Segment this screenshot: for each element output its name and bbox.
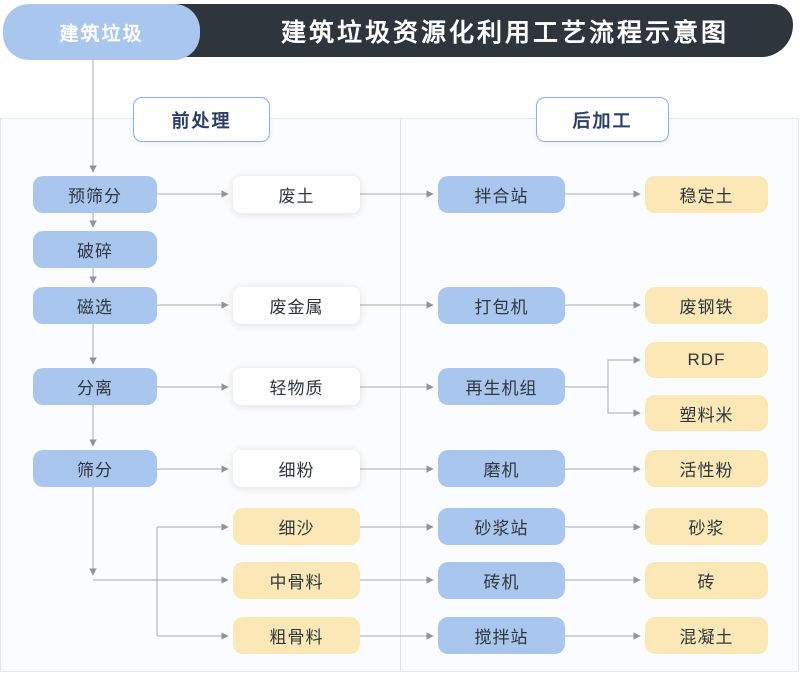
node-coarse-aggregate: 粗骨料 [233, 617, 360, 654]
node-scrap-steel: 废钢铁 [645, 287, 768, 324]
node-crushing: 破碎 [33, 231, 157, 268]
node-separation: 分离 [33, 368, 157, 405]
node-regeneration-unit: 再生机组 [438, 368, 565, 405]
node-mixing-station: 拌合站 [438, 176, 565, 213]
node-mill: 磨机 [438, 450, 565, 487]
node-pre-screening: 预筛分 [33, 176, 157, 213]
node-section-post-processing: 后加工 [536, 97, 669, 142]
node-brick: 砖 [645, 562, 768, 599]
node-rdf: RDF [645, 342, 768, 378]
node-fine-powder: 细粉 [233, 450, 360, 487]
node-concrete: 混凝土 [645, 617, 768, 654]
node-medium-aggregate: 中骨料 [233, 562, 360, 599]
node-active-powder: 活性粉 [645, 450, 768, 487]
node-mortar-station: 砂浆站 [438, 508, 565, 545]
section-divider-line [400, 118, 401, 672]
node-light-materials: 轻物质 [233, 368, 360, 405]
node-waste-soil: 废土 [233, 176, 360, 213]
node-magnetic-separation: 磁选 [33, 287, 157, 324]
node-fine-sand: 细沙 [233, 508, 360, 545]
node-baler: 打包机 [438, 287, 565, 324]
source-tab: 建筑垃圾 [3, 4, 200, 60]
node-scrap-metal: 废金属 [233, 287, 360, 324]
source-tab-label: 建筑垃圾 [59, 23, 144, 45]
node-screening: 筛分 [33, 450, 157, 487]
node-brick-machine: 砖机 [438, 562, 565, 599]
node-mortar: 砂浆 [645, 508, 768, 545]
node-stabilized-soil: 稳定土 [645, 176, 768, 213]
node-plastic-pellets: 塑料米 [645, 395, 768, 431]
node-section-pre-processing: 前处理 [133, 97, 270, 142]
page-title: 建筑垃圾资源化利用工艺流程示意图 [280, 18, 730, 47]
node-concrete-mixing-plant: 搅拌站 [438, 617, 565, 654]
